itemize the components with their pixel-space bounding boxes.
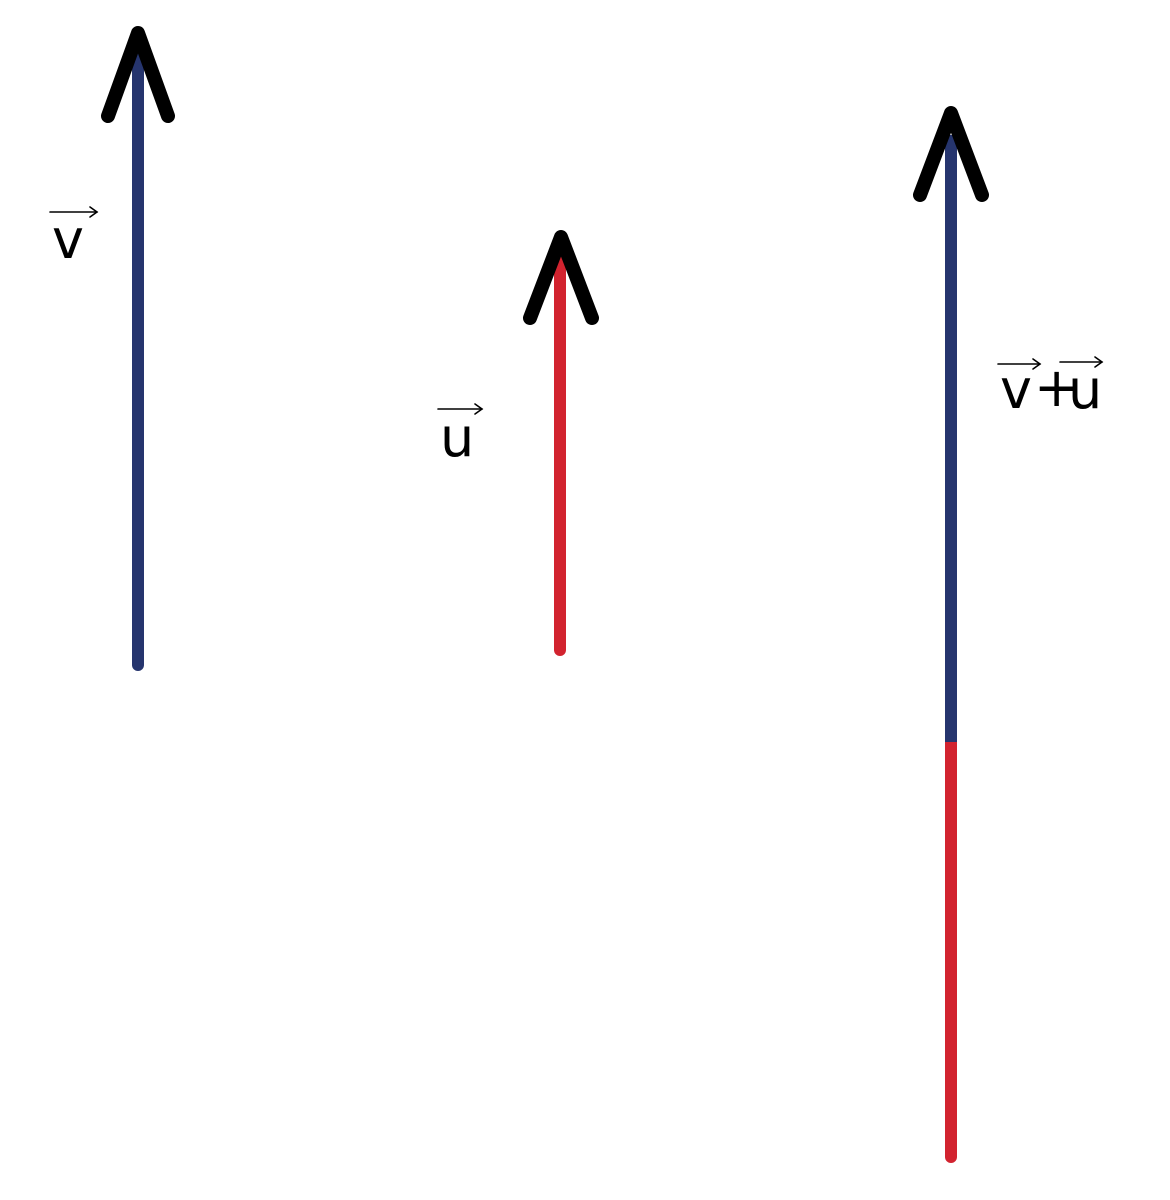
vector-v-arrowhead xyxy=(101,26,175,123)
vector-u xyxy=(523,230,599,656)
vector-v-label-text: v xyxy=(52,208,84,271)
vector-u-arrowhead xyxy=(523,230,599,325)
vector-u-overarrow-head xyxy=(474,403,484,415)
vector-sum-label: v + u xyxy=(997,356,1104,421)
vector-sum-overarrow-u-head xyxy=(1094,356,1104,368)
vector-sum-label-u: u xyxy=(1068,358,1102,421)
vector-v xyxy=(101,26,175,671)
vector-u-label: u xyxy=(437,403,484,469)
vector-sum-label-v: v xyxy=(1000,358,1032,421)
vector-sum-overarrow-v-head xyxy=(1032,358,1042,370)
vector-v-label: v xyxy=(49,206,99,271)
vector-u-label-text: u xyxy=(440,406,474,469)
vector-sum-label-plus: + xyxy=(1034,356,1079,419)
vector-v-overarrow-head xyxy=(89,206,99,218)
vector-sum-arrowhead xyxy=(913,106,989,202)
vector-sum xyxy=(913,106,989,1163)
